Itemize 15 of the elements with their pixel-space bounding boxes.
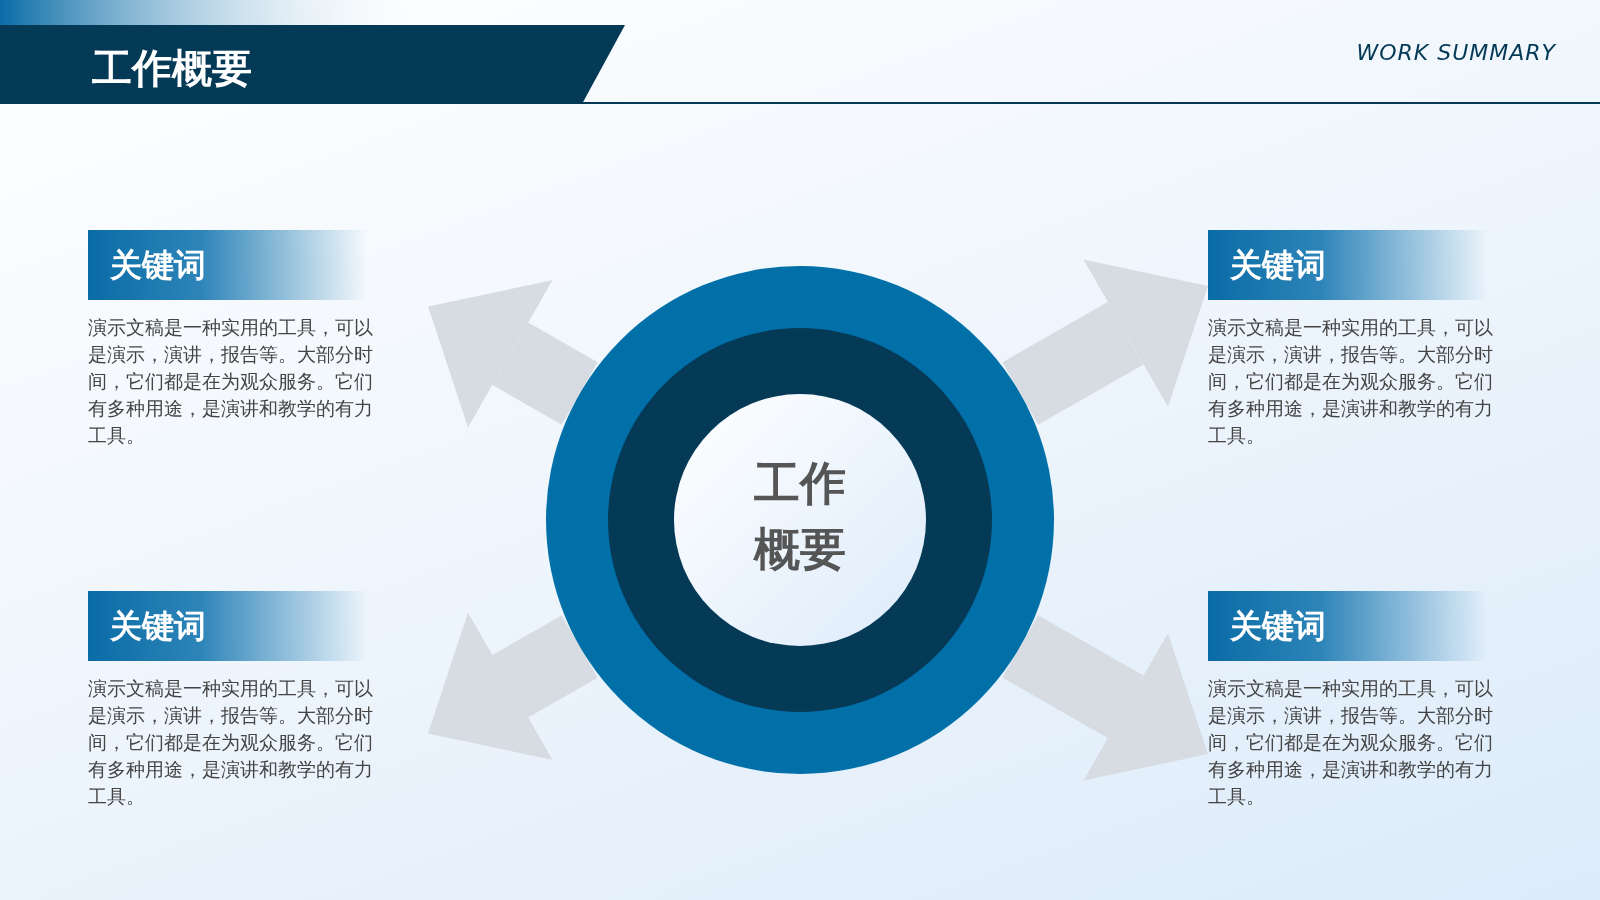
center-title: 工作概要	[752, 455, 847, 578]
block-arrow	[428, 280, 598, 428]
block-arrow	[428, 612, 598, 760]
keyword-heading: 关键词	[1208, 230, 1488, 300]
body-text: 演示文稿是一种实用的工具，可以是演示，演讲，报告等。大部分时间，它们都是在为观众服务。它们有多种用途，是演讲和教学的有力工具。	[1208, 315, 1494, 448]
block-arrow	[1002, 259, 1208, 425]
body-text: 演示文稿是一种实用的工具，可以是演示，演讲，报告等。大部分时间，它们都是在为观众服务。它们有多种用途，是演讲和教学的有力工具。	[88, 315, 374, 448]
keyword-heading: 关键词	[88, 230, 368, 300]
keyword-heading: 关键词	[88, 591, 368, 661]
keyword-heading: 关键词	[1208, 591, 1488, 661]
block-arrow	[1002, 615, 1208, 781]
subtitle: WORK SUMMARY	[1356, 40, 1556, 65]
body-text: 演示文稿是一种实用的工具，可以是演示，演讲，报告等。大部分时间，它们都是在为观众服务。它们有多种用途，是演讲和教学的有力工具。	[88, 676, 374, 809]
body-text: 演示文稿是一种实用的工具，可以是演示，演讲，报告等。大部分时间，它们都是在为观众服务。它们有多种用途，是演讲和教学的有力工具。	[1208, 676, 1494, 809]
slide-title: 工作概要	[92, 44, 252, 93]
